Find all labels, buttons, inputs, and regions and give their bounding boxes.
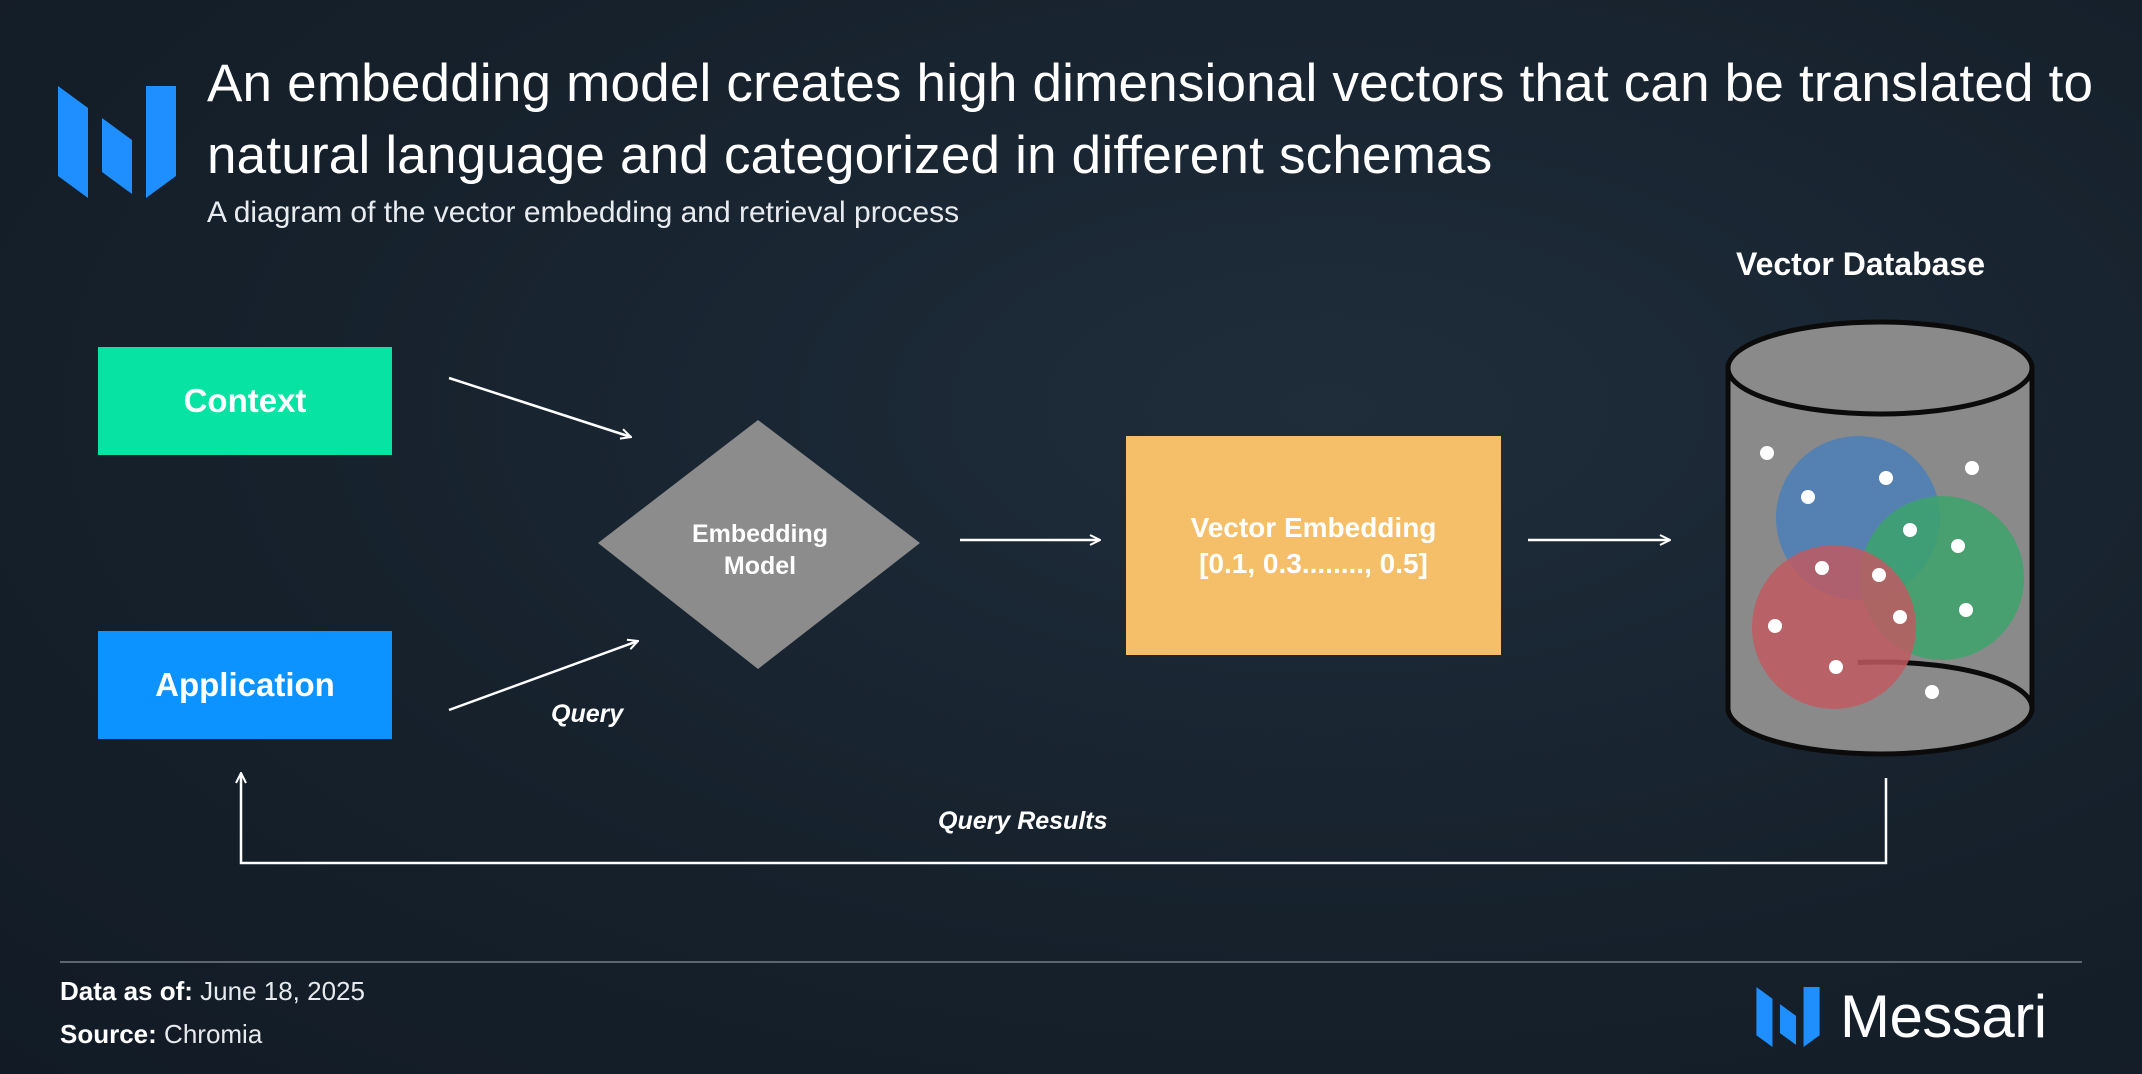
data-point <box>1925 685 1939 699</box>
data-point <box>1951 539 1965 553</box>
data-as-of-label: Data as of: <box>60 976 193 1006</box>
data-as-of: Data as of: June 18, 2025 <box>60 976 365 1007</box>
cluster-red <box>1752 545 1916 709</box>
query-results-label: Query Results <box>938 807 1108 835</box>
embedding-model-line2: Model <box>723 552 797 580</box>
embedding-model-label: Embedding Model <box>660 518 860 582</box>
data-point <box>1872 568 1886 582</box>
vector-embedding-title: Vector Embedding <box>1190 511 1437 543</box>
data-as-of-value: June 18, 2025 <box>200 976 365 1006</box>
source-value: Chromia <box>164 1019 263 1049</box>
data-point <box>1893 610 1907 624</box>
data-point <box>1801 490 1815 504</box>
arrow-application-to-model <box>448 641 638 712</box>
data-point <box>1903 523 1917 537</box>
messari-logo-icon <box>58 86 176 198</box>
data-point <box>1829 660 1843 674</box>
data-points <box>1760 446 1979 699</box>
vector-embedding-box: Vector Embedding [0.1, 0.3........, 0.5] <box>1126 436 1501 655</box>
brand-name: Messari <box>1840 983 2047 1050</box>
arrow-context-to-model <box>448 376 631 437</box>
embedding-model-line1: Embedding <box>691 520 829 548</box>
data-point <box>1768 619 1782 633</box>
page-subtitle: A diagram of the vector embedding and re… <box>207 196 960 229</box>
application-label: Application <box>155 666 335 703</box>
footer-divider <box>60 961 2082 963</box>
context-label: Context <box>183 382 307 419</box>
vector-database-label: Vector Database <box>1736 246 1986 282</box>
page-title: An embedding model creates high dimensio… <box>207 54 2094 185</box>
data-point <box>1879 471 1893 485</box>
brand: Messari <box>1756 982 2047 1051</box>
query-label: Query <box>551 700 624 728</box>
embedding-model-diamond <box>598 420 920 669</box>
data-point <box>1959 603 1973 617</box>
data-point <box>1815 561 1829 575</box>
vector-embedding-value: [0.1, 0.3........, 0.5] <box>1199 547 1428 579</box>
data-point <box>1760 446 1774 460</box>
data-point <box>1965 461 1979 475</box>
source: Source: Chromia <box>60 1019 262 1050</box>
arrow-query-results <box>241 773 1888 865</box>
messari-logo-icon <box>1756 986 1820 1047</box>
context-box: Context <box>98 347 392 455</box>
source-label: Source: <box>60 1019 157 1049</box>
application-box: Application <box>98 631 392 739</box>
